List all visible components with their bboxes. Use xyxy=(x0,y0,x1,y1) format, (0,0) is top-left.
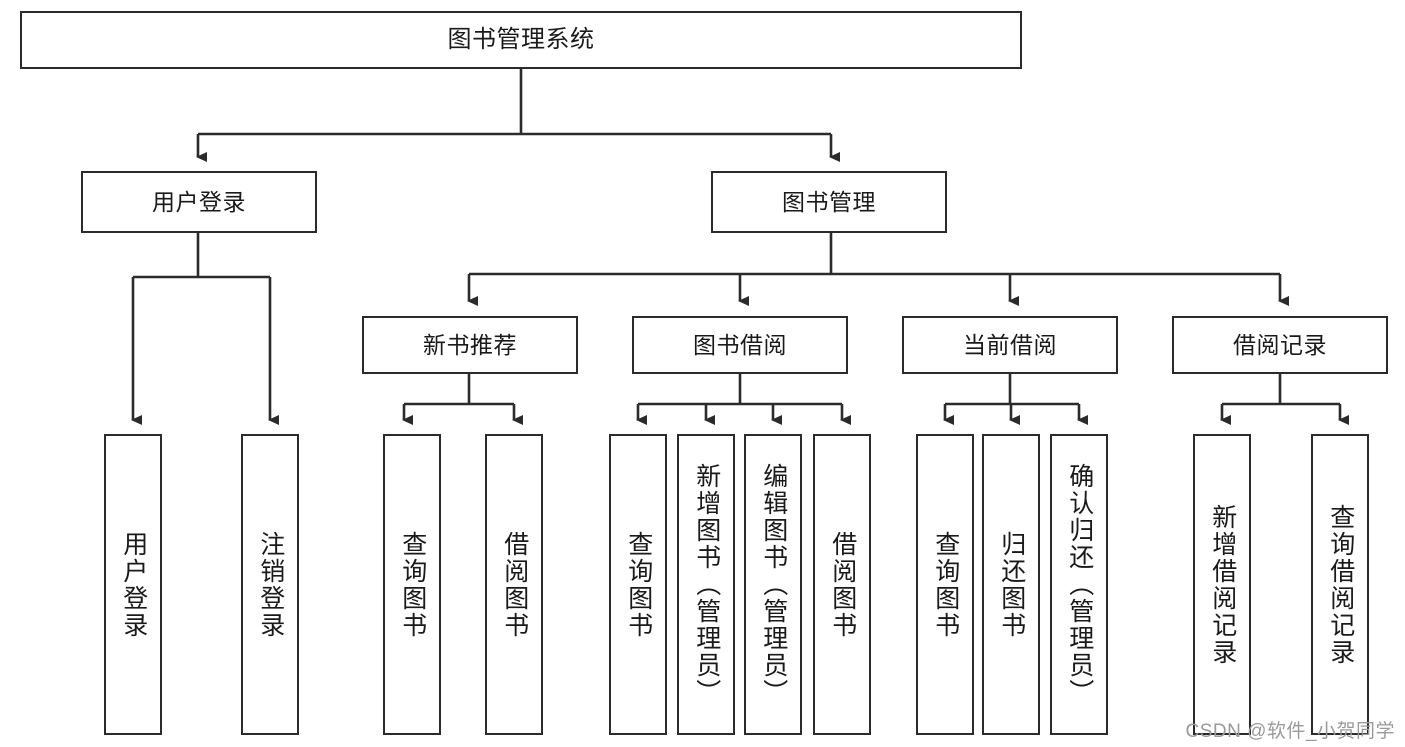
leaf-query-book-recommend-label: 查询图书 xyxy=(398,530,427,639)
leaf-add-book-admin-label: 新增图书（管理员） xyxy=(692,463,721,706)
leaf-user-login[interactable]: 用户登录 xyxy=(104,434,162,735)
node-current-borrow[interactable]: 当前借阅 xyxy=(902,316,1118,374)
node-new-book-recommend-label: 新书推荐 xyxy=(423,331,517,358)
leaf-query-borrow-record-label: 查询借阅记录 xyxy=(1326,503,1355,666)
node-book-manage[interactable]: 图书管理 xyxy=(711,171,947,233)
leaf-borrow-book-recommend-label: 借阅图书 xyxy=(500,530,529,639)
leaf-edit-book-admin-label: 编辑图书（管理员） xyxy=(759,463,788,706)
node-new-book-recommend[interactable]: 新书推荐 xyxy=(362,316,578,374)
node-user-login-label: 用户登录 xyxy=(152,188,246,215)
leaf-query-book-borrow[interactable]: 查询图书 xyxy=(609,434,667,735)
leaf-return-book-label: 归还图书 xyxy=(997,530,1026,639)
node-book-borrow[interactable]: 图书借阅 xyxy=(632,316,848,374)
node-user-login[interactable]: 用户登录 xyxy=(81,171,317,233)
node-book-borrow-label: 图书借阅 xyxy=(693,331,787,358)
leaf-return-book[interactable]: 归还图书 xyxy=(982,434,1040,735)
node-borrow-record[interactable]: 借阅记录 xyxy=(1172,316,1388,374)
leaf-add-book-admin[interactable]: 新增图书（管理员） xyxy=(677,434,735,735)
leaf-borrow-book-recommend[interactable]: 借阅图书 xyxy=(485,434,543,735)
leaf-query-book-current-label: 查询图书 xyxy=(931,530,960,639)
node-root[interactable]: 图书管理系统 xyxy=(20,11,1022,69)
node-root-label: 图书管理系统 xyxy=(447,26,595,54)
leaf-query-borrow-record[interactable]: 查询借阅记录 xyxy=(1311,434,1369,735)
leaf-borrow-book-borrow[interactable]: 借阅图书 xyxy=(813,434,871,735)
leaf-user-login-label: 用户登录 xyxy=(119,530,148,639)
leaf-query-book-current[interactable]: 查询图书 xyxy=(916,434,974,735)
leaf-query-book-recommend[interactable]: 查询图书 xyxy=(383,434,441,735)
leaf-confirm-return-admin-label: 确认归还（管理员） xyxy=(1065,463,1094,706)
leaf-logout-login[interactable]: 注销登录 xyxy=(241,434,299,735)
leaf-logout-login-label: 注销登录 xyxy=(256,530,285,639)
node-borrow-record-label: 借阅记录 xyxy=(1233,331,1327,358)
node-book-manage-label: 图书管理 xyxy=(782,188,876,215)
leaf-edit-book-admin[interactable]: 编辑图书（管理员） xyxy=(744,434,802,735)
watermark-text: CSDN @软件_小贺同学 xyxy=(1185,721,1395,742)
leaf-query-book-borrow-label: 查询图书 xyxy=(624,530,653,639)
node-current-borrow-label: 当前借阅 xyxy=(963,331,1057,358)
leaf-add-borrow-record-label: 新增借阅记录 xyxy=(1208,503,1237,666)
leaf-borrow-book-borrow-label: 借阅图书 xyxy=(828,530,857,639)
leaf-add-borrow-record[interactable]: 新增借阅记录 xyxy=(1193,434,1251,735)
leaf-confirm-return-admin[interactable]: 确认归还（管理员） xyxy=(1050,434,1108,735)
